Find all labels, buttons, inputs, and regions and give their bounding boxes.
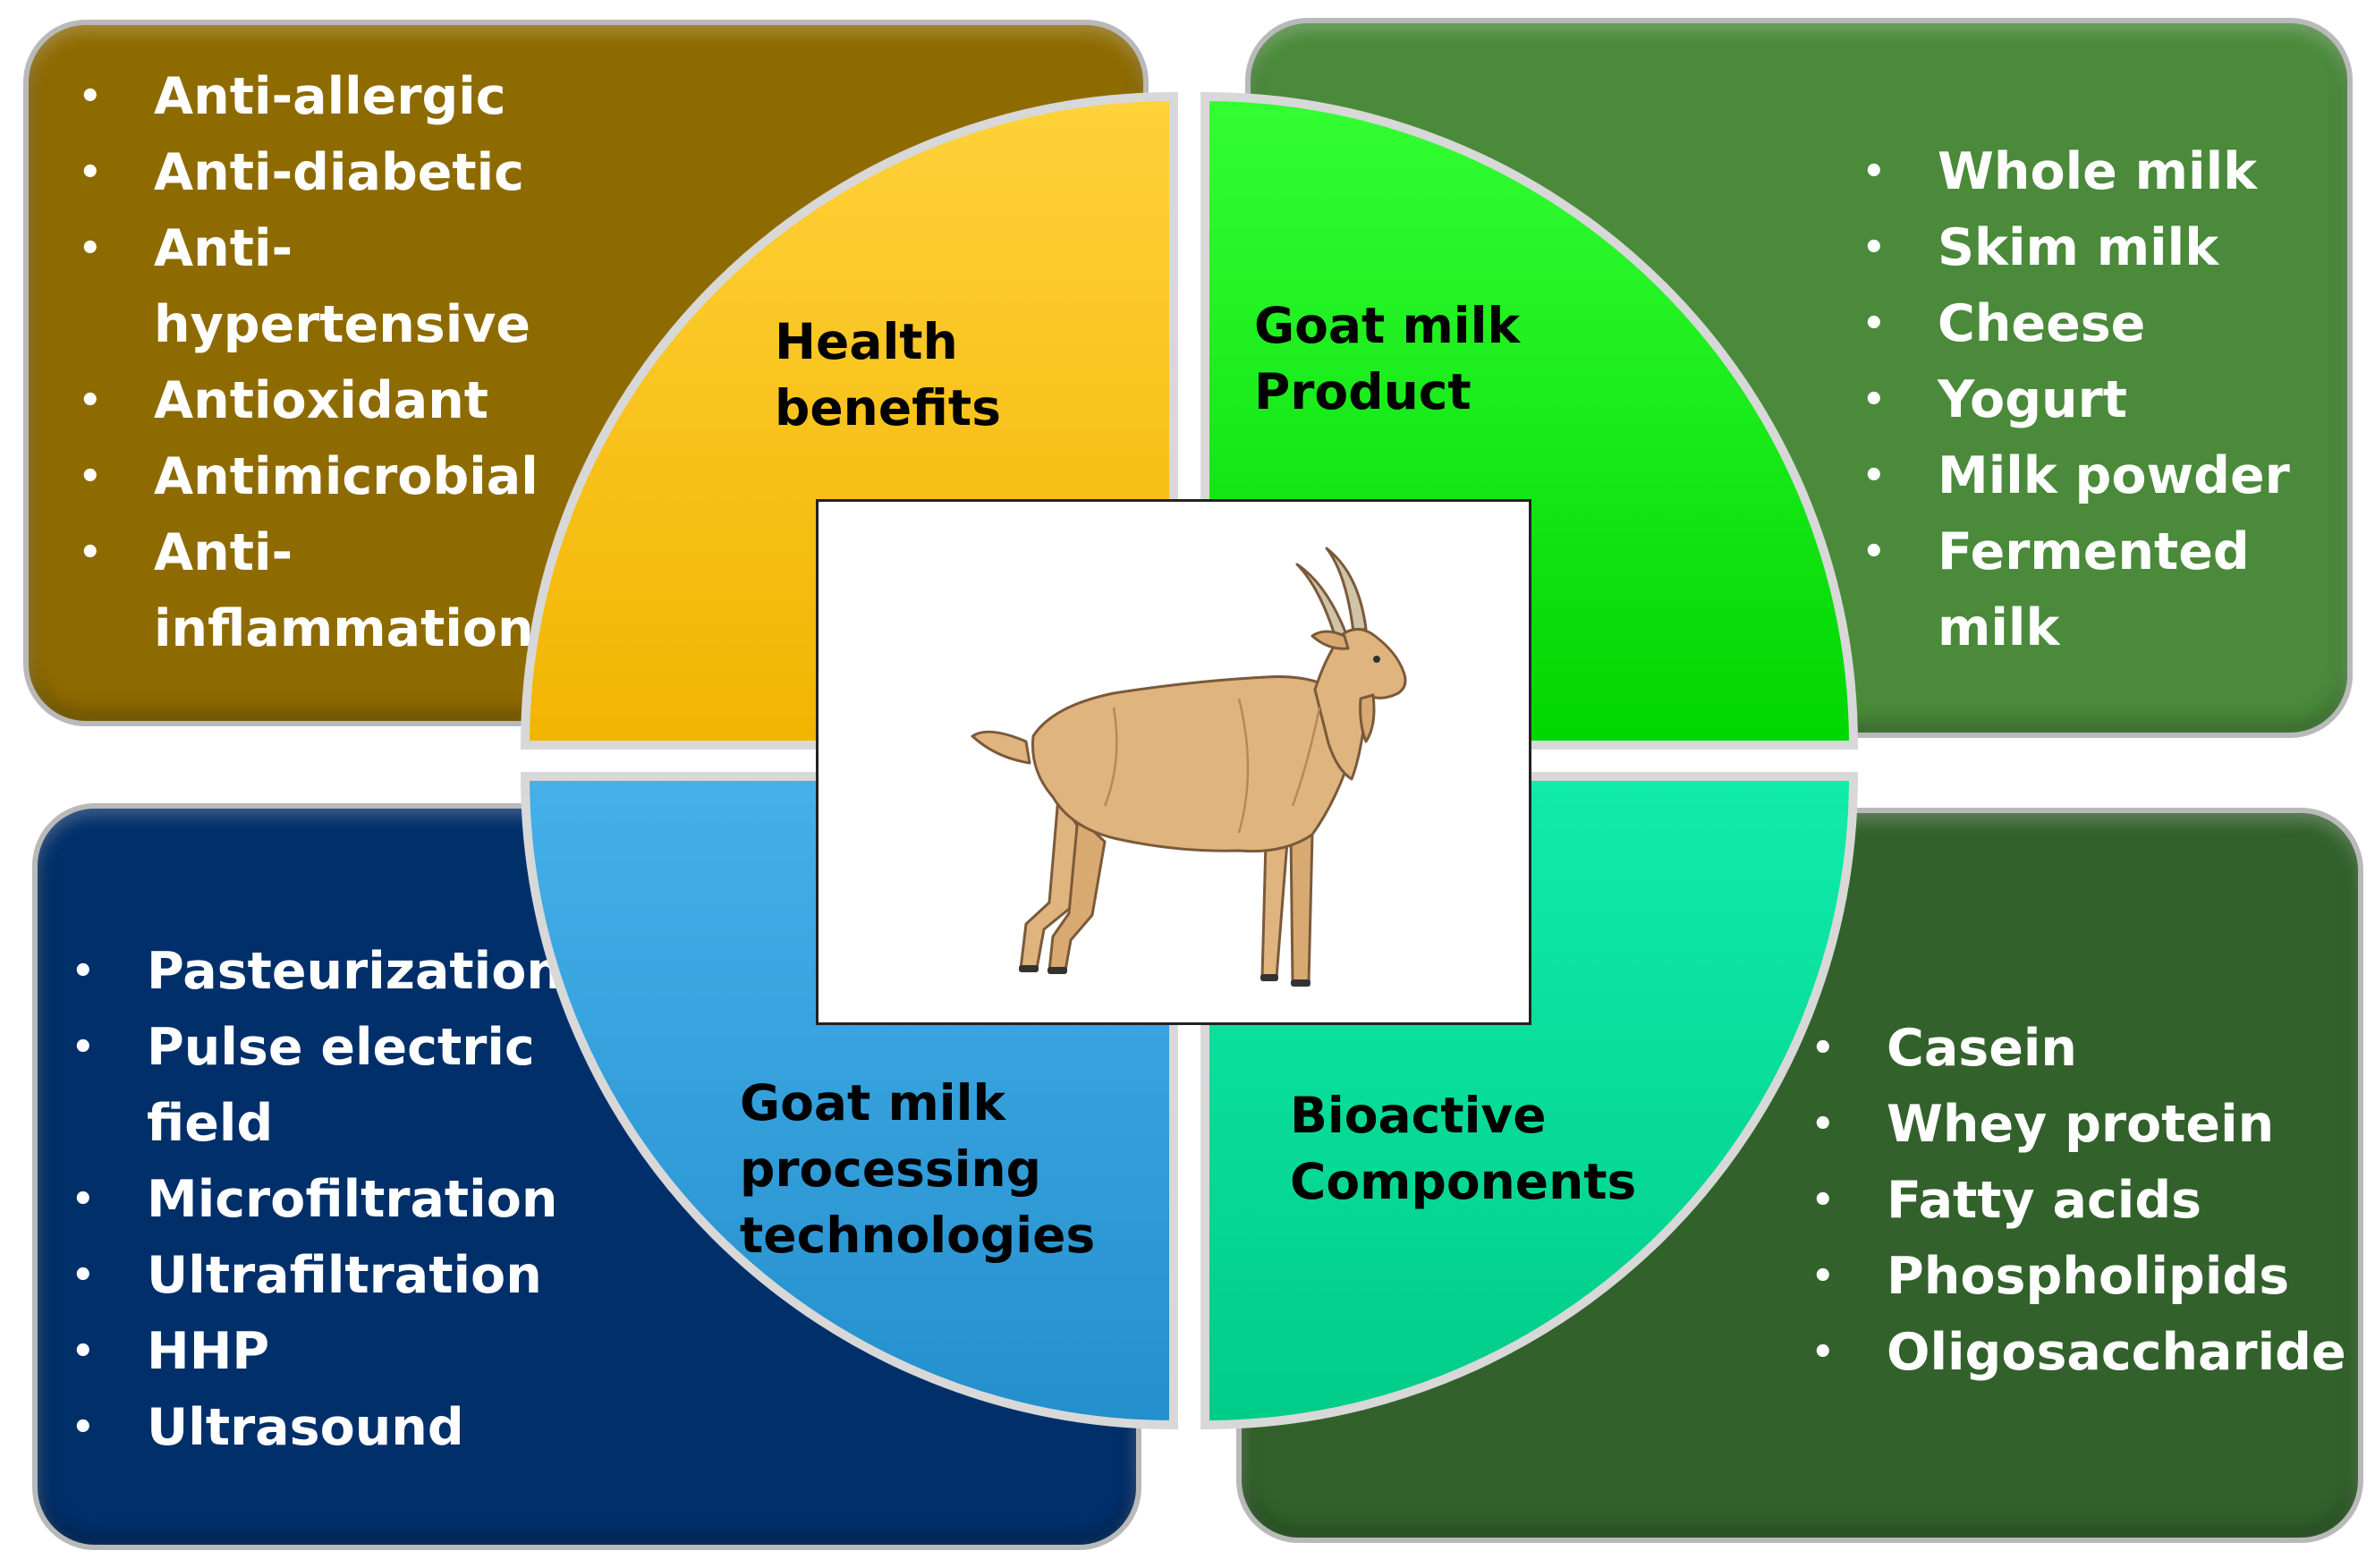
- list-item: Pasteurization: [72, 934, 599, 1010]
- bioactive-components-title: Bioactive Components: [1290, 1087, 1637, 1210]
- list-item: Anti-diabetic: [79, 135, 580, 211]
- bioactive-components-list: Casein Whey protein Fatty acids Phosphol…: [1811, 1011, 2348, 1391]
- list-item: Fermented milk: [1862, 514, 2345, 666]
- processing-technologies-list: Pasteurization Pulse electric field Micr…: [72, 934, 599, 1466]
- list-item: Antimicrobial: [79, 439, 580, 515]
- goat-milk-product-title: Goat milk Product: [1254, 297, 1521, 420]
- goat-illustration-icon: [971, 547, 1407, 987]
- goat-image-frame: [816, 499, 1531, 1025]
- list-item: Ultrafiltration: [72, 1238, 599, 1314]
- list-item: Microfiltration: [72, 1162, 599, 1238]
- list-item: Anti-hypertensive: [79, 211, 580, 363]
- list-item: Whole milk: [1862, 134, 2345, 210]
- health-benefits-list: Anti-allergic Anti-diabetic Anti-hyperte…: [79, 59, 580, 667]
- goat-milk-product-list: Whole milk Skim milk Cheese Yogurt Milk …: [1862, 134, 2345, 666]
- list-item: Pulse electric field: [72, 1010, 599, 1162]
- list-item: Yogurt: [1862, 362, 2345, 438]
- list-item: Cheese: [1862, 286, 2345, 362]
- list-item: HHP: [72, 1314, 599, 1390]
- health-benefits-title: Health benefits: [775, 313, 1001, 436]
- list-item: Casein: [1811, 1011, 2348, 1087]
- list-item: Antioxidant: [79, 363, 580, 439]
- list-item: Milk powder: [1862, 438, 2345, 514]
- list-item: Anti-inflammation: [79, 515, 580, 667]
- processing-technologies-title: Goat milk processing technologies: [740, 1074, 1096, 1264]
- list-item: Whey protein: [1811, 1087, 2348, 1163]
- list-item: Phospholipids: [1811, 1239, 2348, 1315]
- list-item: Skim milk: [1862, 210, 2345, 286]
- list-item: Fatty acids: [1811, 1163, 2348, 1239]
- list-item: Oligosaccharide: [1811, 1315, 2348, 1391]
- list-item: Ultrasound: [72, 1390, 599, 1466]
- list-item: Anti-allergic: [79, 59, 580, 135]
